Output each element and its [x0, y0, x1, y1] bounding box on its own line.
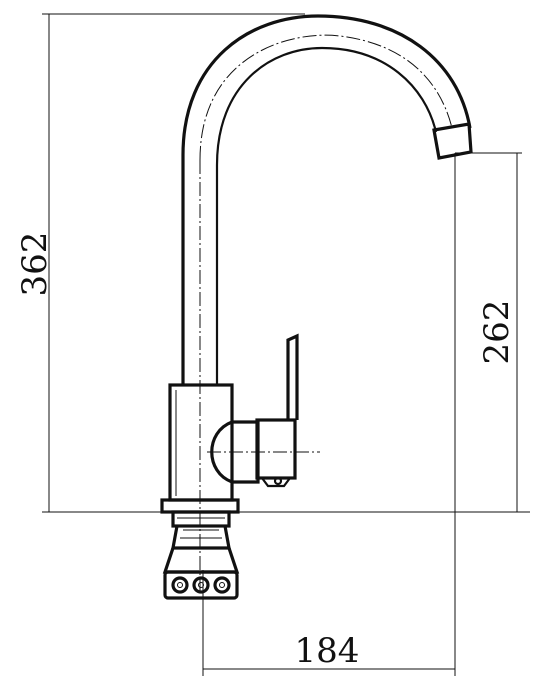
handle-lever — [286, 333, 299, 420]
spout-outer-contour — [181, 14, 472, 385]
dimension-total-height: 362 — [15, 13, 530, 513]
spout — [181, 14, 473, 385]
dimension-label-total-height: 362 — [15, 232, 55, 297]
center-line-spout — [199, 34, 453, 161]
spout-aerator — [432, 122, 473, 160]
mounting-shank — [162, 510, 240, 600]
cartridge-dome — [210, 420, 233, 484]
dimension-spout-height: 262 — [455, 152, 522, 512]
dimension-label-reach: 184 — [295, 631, 360, 671]
nut-hole-center — [192, 576, 210, 594]
nut-hole-right — [213, 576, 231, 594]
faucet — [160, 14, 473, 600]
nut-hole-left — [171, 576, 189, 594]
dimension-reach: 184 — [202, 153, 456, 676]
handle-cap — [261, 477, 291, 488]
shank-taper — [171, 525, 231, 550]
handle-screw — [273, 476, 283, 486]
shank-nut-top — [162, 547, 240, 574]
handle-hub — [255, 418, 297, 480]
center-lines — [199, 34, 453, 592]
nut-hole-center-core — [198, 582, 204, 588]
shank-nut — [163, 570, 239, 600]
nut-hole-right-core — [219, 582, 225, 588]
nut-hole-left-core — [177, 582, 183, 588]
dimension-label-spout-height: 262 — [477, 300, 517, 365]
spout-inner-contour — [215, 46, 438, 385]
faucet-body — [168, 383, 234, 502]
shank-collar — [171, 510, 231, 528]
lever-handle — [255, 333, 299, 488]
